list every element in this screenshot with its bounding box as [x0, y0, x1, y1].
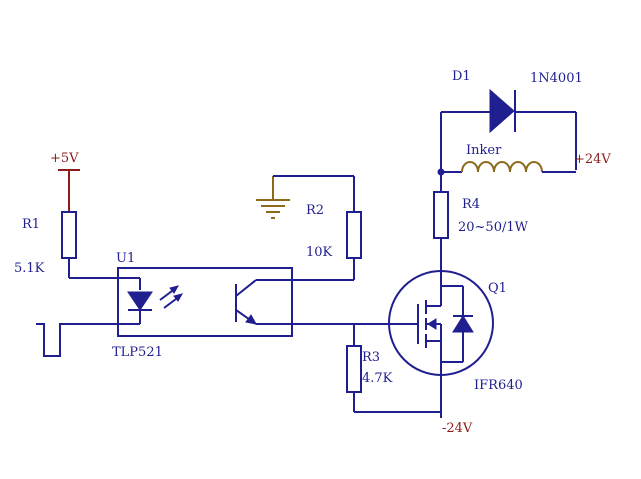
diode-d1	[440, 88, 577, 172]
gate-wire	[292, 323, 418, 346]
input-pulse-symbol	[36, 323, 118, 357]
inker-coil	[441, 161, 576, 173]
ground-symbol	[256, 176, 290, 219]
r2-value-label: 10K	[306, 245, 333, 260]
d1-part-label: 1N4001	[530, 71, 583, 86]
r3-value-label: 4.7K	[362, 371, 393, 386]
q1-ref-label: Q1	[488, 281, 507, 296]
r1-value-label: 5.1K	[14, 261, 45, 276]
resistor-r4	[433, 172, 449, 271]
r4-value-label: 20~50/1W	[458, 220, 529, 235]
inker-label: Inker	[466, 143, 502, 158]
resistor-r2	[273, 175, 362, 281]
d1-ref-label: D1	[452, 69, 471, 84]
u1-ref-label: U1	[116, 251, 135, 266]
resistor-r1	[61, 211, 118, 279]
r1-ref-label: R1	[22, 217, 40, 232]
negative-24v-label: -24V	[442, 421, 473, 436]
optocoupler-u1	[117, 267, 293, 337]
r4-ref-label: R4	[462, 197, 480, 212]
q1-part-label: IFR640	[474, 378, 523, 393]
vcc-5v-symbol	[58, 169, 80, 212]
vcc-5v-label: +5V	[50, 151, 79, 166]
r2-ref-label: R2	[306, 203, 324, 218]
u1-part-label: TLP521	[112, 345, 163, 360]
r3-ref-label: R3	[362, 350, 380, 365]
positive-24v-label: +24V	[574, 152, 611, 167]
resistor-r3	[346, 345, 441, 413]
